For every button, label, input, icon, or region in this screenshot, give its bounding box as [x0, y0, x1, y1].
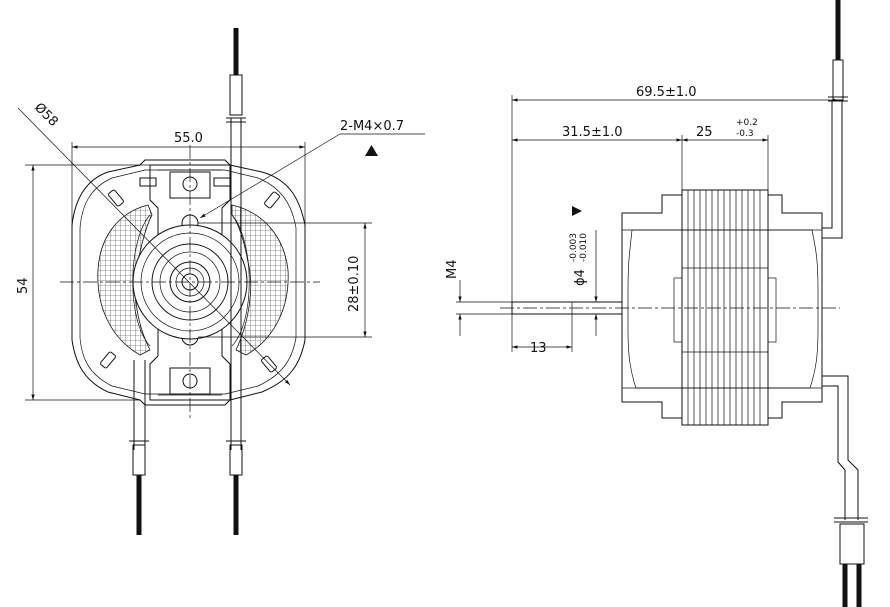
- dim-shaft-to-core: 31.5±1.0 25 +0.2 -0.3: [512, 118, 769, 190]
- dim-shaft-length: 13: [511, 314, 573, 356]
- thread-label: 2-M4×0.7: [340, 119, 404, 134]
- shaft-diameter-label: ϕ4: [573, 269, 588, 286]
- hole-spacing-label: 28±0.10: [347, 256, 362, 312]
- stack-tol-lower: -0.3: [736, 129, 754, 139]
- width-label: 55.0: [174, 131, 203, 146]
- height-label: 54: [16, 277, 31, 294]
- mounting-slots: [100, 177, 280, 373]
- side-datum-triangle: [572, 206, 582, 216]
- front-view: 55.0 54 28±0.10 Ø58 2-M4×0.7: [16, 28, 425, 535]
- shaft-tol-upper: -0.003: [569, 233, 579, 262]
- lamination-stack: [673, 189, 777, 426]
- side-housing: [621, 189, 823, 426]
- front-lead-wires: [129, 28, 246, 535]
- dim-shaft-diameter: ϕ4 -0.003 -0.010: [569, 206, 598, 336]
- datum-triangle: [365, 145, 378, 156]
- shaft-to-core-label: 31.5±1.0: [562, 125, 623, 140]
- stator-arc-right: [231, 214, 250, 347]
- dim-shaft-thread: M4: [445, 260, 512, 336]
- thread-callout: 2-M4×0.7: [199, 119, 425, 219]
- side-view: 69.5±1.0 31.5±1.0 25 +0.2 -0.3 ϕ4 -0.003…: [445, 0, 868, 607]
- shaft-tol-lower: -0.010: [579, 233, 589, 262]
- stack-tol-upper: +0.2: [736, 118, 758, 128]
- shaft: [500, 301, 840, 315]
- dim-hole-spacing: 28±0.10: [198, 222, 372, 338]
- dim-width: 55.0: [71, 131, 306, 240]
- shaft-thread-label: M4: [445, 260, 460, 280]
- overall-length-label: 69.5±1.0: [636, 85, 697, 100]
- side-lead-wires: [822, 0, 868, 607]
- diameter-label: Ø58: [31, 100, 61, 130]
- right-coil-winding: [231, 204, 289, 356]
- dim-height: 54: [16, 164, 150, 401]
- dim-overall-length: 69.5±1.0: [511, 85, 838, 302]
- stack-length-label: 25: [696, 125, 713, 140]
- left-coil-winding: [97, 204, 153, 356]
- shaft-length-label: 13: [530, 341, 547, 356]
